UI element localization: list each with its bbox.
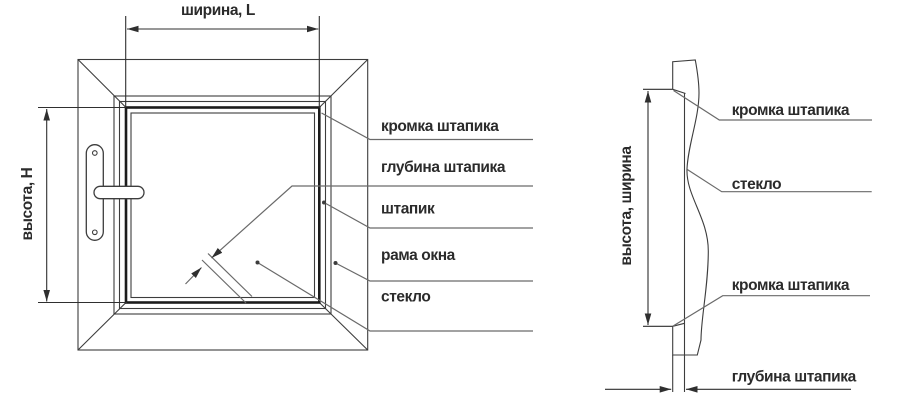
window-handle [85, 144, 145, 241]
side-callout-bead-edge-top-label: кромка штапика [732, 102, 850, 119]
callout-bead-edge-label: кромка штапика [381, 118, 499, 135]
glass-sightline [130, 112, 316, 299]
handle-grip [93, 185, 145, 200]
width-dimension-label: ширина, L [181, 2, 255, 19]
bead-profile [672, 59, 709, 392]
front-view: ширина, L высота, H [19, 2, 533, 351]
side-height-ticks [643, 88, 673, 327]
leader-bead-edge-top [673, 89, 872, 121]
handle-screw-top [91, 150, 98, 156]
callout-bead-label: штапик [381, 201, 435, 218]
side-height-dimension: высота, ширина [618, 88, 673, 327]
window-frame [77, 58, 369, 351]
side-callout-labels: кромка штапика стекло кромка штапика глу… [732, 102, 857, 386]
sash-edge [118, 100, 327, 310]
bead-depth-extension-lines [201, 253, 253, 304]
width-extension-lines [125, 16, 320, 108]
leader-bead-depth [211, 185, 533, 259]
leader-dot-bead [322, 200, 326, 205]
bead-profile-outline [672, 59, 709, 356]
bead-depth-arrow-tail [185, 267, 202, 285]
bead-bottom-notch [672, 322, 685, 327]
side-callout-glass-label: стекло [732, 176, 782, 193]
frame-outer-edge [77, 58, 369, 351]
height-dimension-label: высота, H [19, 167, 36, 240]
leader-dot-frame [333, 261, 338, 265]
height-extension-lines [38, 106, 127, 304]
side-callout-leaders [672, 89, 872, 327]
leader-dot-glass [255, 260, 260, 265]
side-height-dimension-label: высота, ширина [618, 146, 635, 266]
side-callout-bead-depth-label: глубина штапика [732, 369, 857, 386]
leader-bead [323, 201, 533, 229]
leader-glass-side [686, 168, 872, 193]
leader-bead-edge [321, 112, 533, 141]
callout-bead-depth-label: глубина штапика [381, 159, 506, 176]
leader-glass [257, 261, 533, 332]
frame-inner-edge [113, 95, 332, 315]
front-callout-leaders [211, 112, 533, 332]
frame-miter-joints [77, 59, 369, 351]
front-callout-labels: кромка штапика глубина штапика штапик ра… [381, 118, 506, 306]
bead-depth-indicator [185, 253, 253, 304]
height-dimension: высота, H [19, 106, 127, 304]
width-dimension: ширина, L [125, 2, 320, 108]
leader-bead-edge-bottom [672, 295, 870, 327]
bead-edge-line [124, 106, 321, 304]
bead-top-notch [672, 88, 686, 95]
side-view: высота, ширина кромка штапика стекло кро… [605, 59, 872, 393]
callout-frame-label: рама окна [381, 247, 456, 264]
callout-glass-label: стекло [381, 289, 431, 306]
side-callout-bead-edge-bottom-label: кромка штапика [732, 277, 850, 294]
handle-screw-bottom [91, 229, 98, 236]
leader-frame [335, 262, 533, 282]
